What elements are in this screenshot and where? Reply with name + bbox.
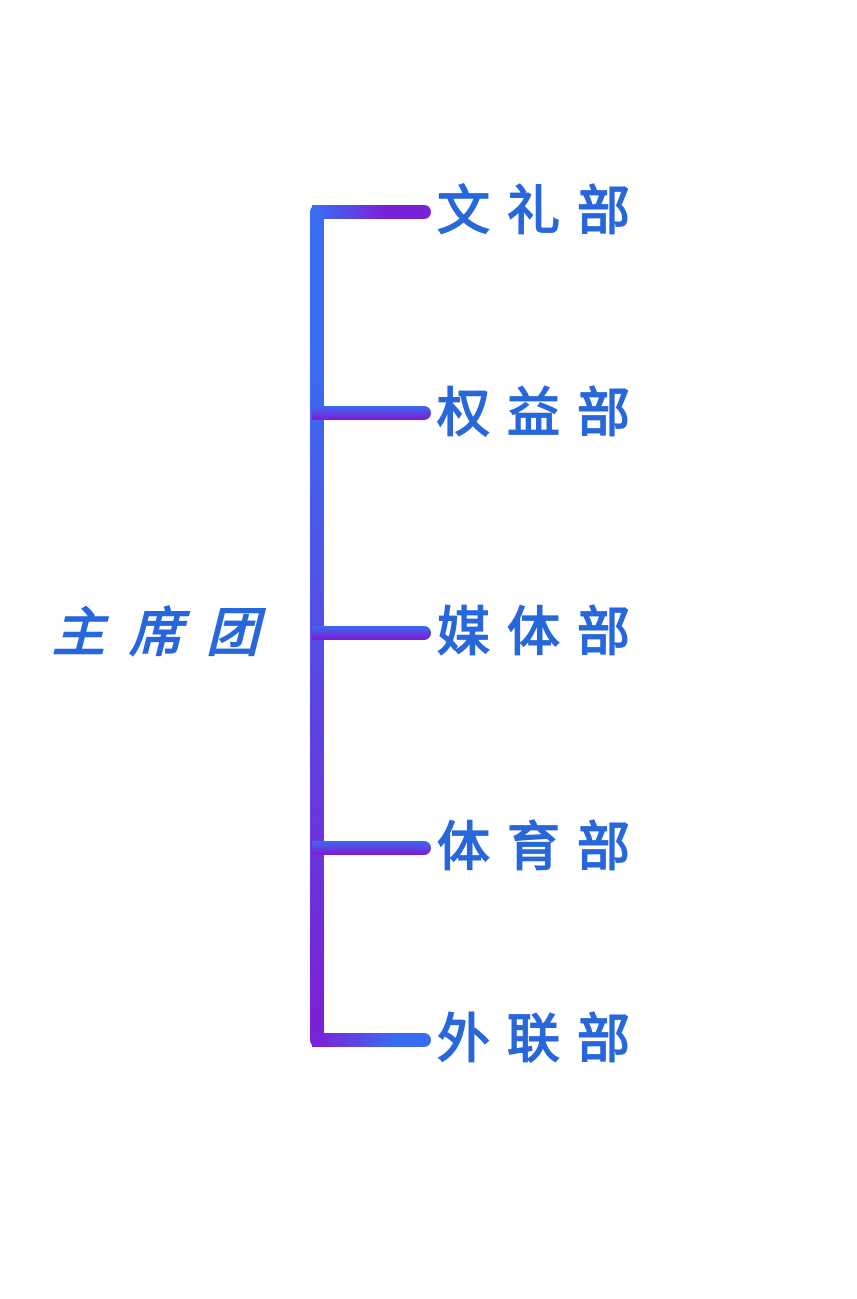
department-label: 权益部 [437, 384, 647, 443]
connector-branch [312, 1033, 431, 1047]
department-label: 体育部 [437, 818, 647, 877]
department-label: 媒体部 [437, 603, 647, 662]
connector-branch [312, 626, 431, 640]
department-label: 外联部 [437, 1010, 647, 1069]
connector-branch [312, 205, 431, 219]
root-node-label: 主席团 [52, 604, 283, 663]
connector-branch [312, 406, 431, 420]
connector-branch [312, 841, 431, 855]
department-label: 文礼部 [437, 182, 647, 241]
